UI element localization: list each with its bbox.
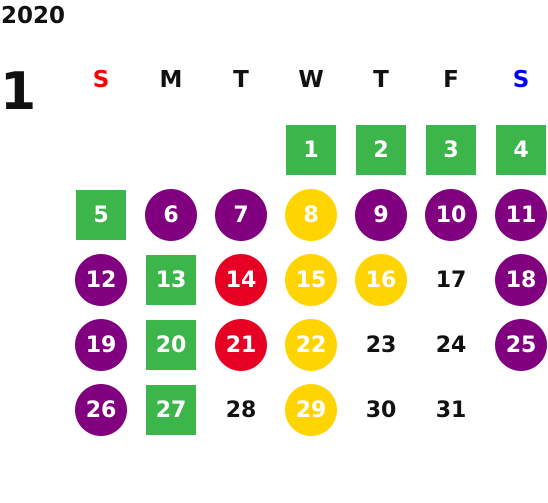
weekday-fri: F: [443, 67, 459, 93]
day-24[interactable]: 24: [435, 332, 467, 358]
weekday-mon: M: [159, 67, 183, 93]
day-22[interactable]: 22: [285, 319, 337, 371]
day-2[interactable]: 2: [356, 125, 406, 175]
day-13[interactable]: 13: [146, 255, 196, 305]
weekday-sat: S: [512, 67, 530, 93]
day-16[interactable]: 16: [355, 254, 407, 306]
day-9[interactable]: 9: [355, 189, 407, 241]
day-4[interactable]: 4: [496, 125, 546, 175]
day-12[interactable]: 12: [75, 254, 127, 306]
day-8[interactable]: 8: [285, 189, 337, 241]
day-18[interactable]: 18: [495, 254, 547, 306]
day-23[interactable]: 23: [365, 332, 397, 358]
day-19[interactable]: 19: [75, 319, 127, 371]
year-label: 2020: [1, 3, 66, 29]
day-6[interactable]: 6: [145, 189, 197, 241]
day-5[interactable]: 5: [76, 190, 126, 240]
weekday-tue: T: [233, 67, 249, 93]
day-10[interactable]: 10: [425, 189, 477, 241]
day-1[interactable]: 1: [286, 125, 336, 175]
day-20[interactable]: 20: [146, 320, 196, 370]
day-15[interactable]: 15: [285, 254, 337, 306]
day-21[interactable]: 21: [215, 319, 267, 371]
weekday-thu: T: [373, 67, 389, 93]
day-17[interactable]: 17: [435, 267, 467, 293]
day-31[interactable]: 31: [435, 397, 467, 423]
day-27[interactable]: 27: [146, 385, 196, 435]
weekday-sun: S: [92, 67, 110, 93]
day-14[interactable]: 14: [215, 254, 267, 306]
day-25[interactable]: 25: [495, 319, 547, 371]
day-11[interactable]: 11: [495, 189, 547, 241]
day-26[interactable]: 26: [75, 384, 127, 436]
day-29[interactable]: 29: [285, 384, 337, 436]
day-3[interactable]: 3: [426, 125, 476, 175]
day-30[interactable]: 30: [365, 397, 397, 423]
month-label: 1: [0, 62, 37, 122]
weekday-wed: W: [298, 67, 324, 93]
day-7[interactable]: 7: [215, 189, 267, 241]
day-28[interactable]: 28: [225, 397, 257, 423]
